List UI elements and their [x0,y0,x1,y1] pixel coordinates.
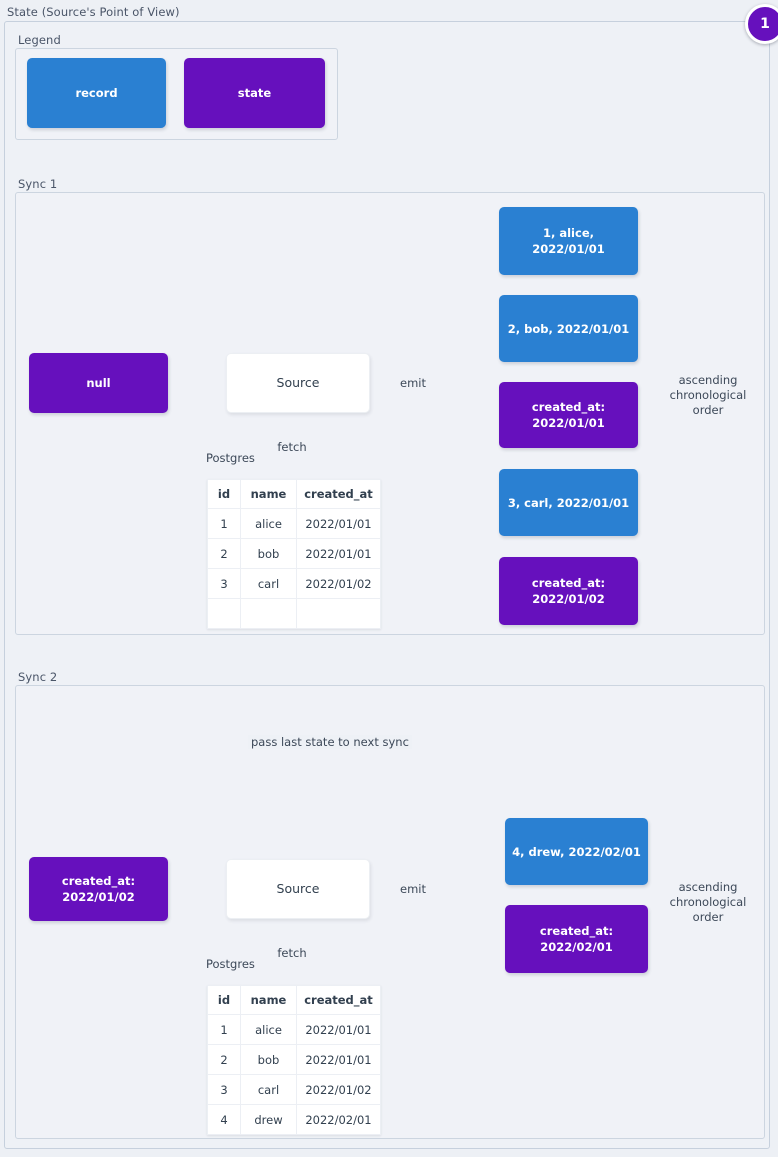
table-row: 3 carl 2022/01/02 [207,568,381,599]
sync1-emit-label: emit [400,376,426,390]
table-row: 1 alice 2022/01/01 [207,1014,381,1045]
table-row: 2 bob 2022/01/01 [207,538,381,569]
col-id: id [207,479,241,509]
sync2-emitted-1: created_at: 2022/02/01 [505,905,648,973]
legend-swatch-record: record [27,58,166,128]
table-row: 4 drew 2022/02/01 [207,1104,381,1135]
sync2-db-label: Postgres [206,957,255,971]
sync1-emitted-1: 2, bob, 2022/01/01 [499,295,638,362]
table-header-row: id name created_at [207,479,381,509]
sync2-postgres-table: id name created_at 1 alice 2022/01/01 2 … [207,985,381,1135]
page-title: State (Source's Point of View) [7,5,180,19]
col-id: id [207,985,241,1015]
table-row: 2 bob 2022/01/01 [207,1044,381,1075]
step-badge[interactable]: 1 [745,4,778,44]
sync1-input-state: null [29,353,168,413]
sync2-order-label: ascending chronological order [669,880,747,924]
table-row [207,598,381,629]
sync1-db-label: Postgres [206,451,255,465]
sync1-title: Sync 1 [18,177,58,191]
sync2-input-state: created_at: 2022/01/02 [29,857,168,921]
legend-swatch-state: state [184,58,325,128]
sync1-frame [15,192,765,635]
table-row: 3 carl 2022/01/02 [207,1074,381,1105]
col-name: name [240,479,297,509]
pass-state-label: pass last state to next sync [248,735,412,749]
sync2-source-node: Source [226,859,370,919]
col-name: name [240,985,297,1015]
legend-title: Legend [18,33,61,47]
col-created-at: created_at [296,985,381,1015]
sync1-emitted-0: 1, alice, 2022/01/01 [499,207,638,275]
col-created-at: created_at [296,479,381,509]
sync2-emitted-0: 4, drew, 2022/02/01 [505,818,648,885]
table-header-row: id name created_at [207,985,381,1015]
sync1-source-node: Source [226,353,370,413]
sync1-postgres-table: id name created_at 1 alice 2022/01/01 2 … [207,479,381,629]
sync1-order-label: ascending chronological order [669,373,747,417]
sync1-emitted-2: created_at: 2022/01/01 [499,382,638,448]
sync1-fetch-label: fetch [277,440,307,454]
sync2-fetch-label: fetch [277,946,307,960]
table-row: 1 alice 2022/01/01 [207,508,381,539]
sync1-emitted-3: 3, carl, 2022/01/01 [499,469,638,536]
sync2-emit-label: emit [400,882,426,896]
sync1-emitted-4: created_at: 2022/01/02 [499,557,638,625]
sync2-title: Sync 2 [18,670,58,684]
